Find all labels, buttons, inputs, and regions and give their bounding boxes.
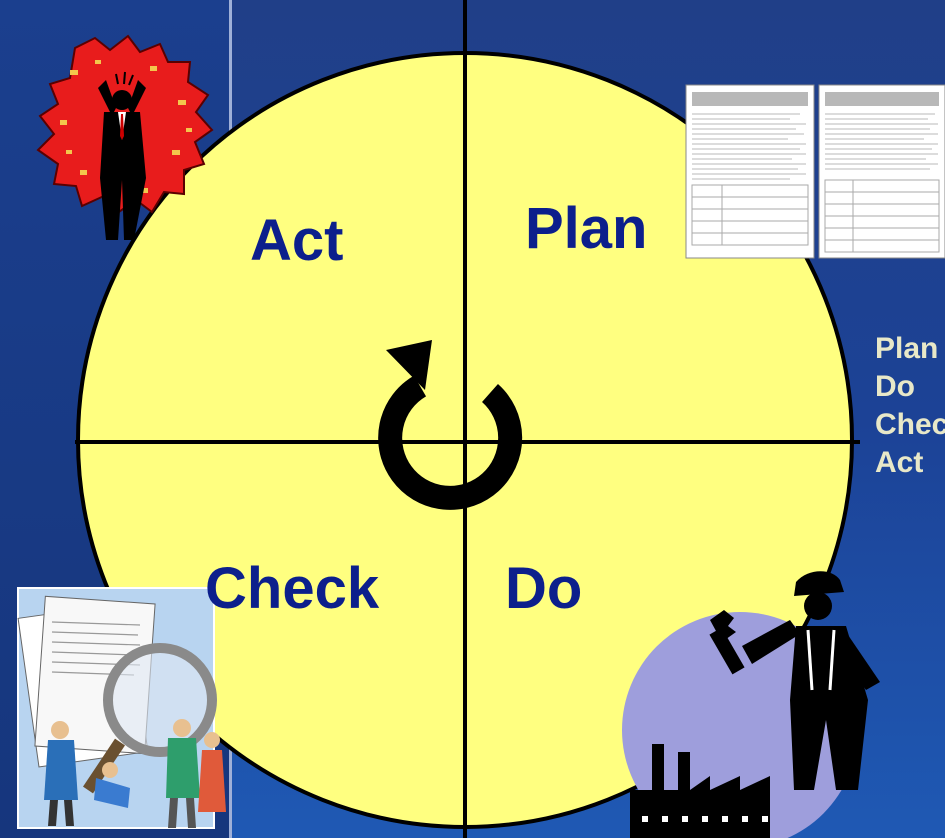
pdca-circle [75, 0, 860, 838]
quadrant-label-do: Do [505, 556, 583, 621]
team-magnifier-clipart [17, 587, 226, 829]
side-step-do: Do [875, 370, 915, 403]
quadrant-label-plan: Plan [525, 196, 648, 261]
side-step-act: Act [875, 446, 924, 479]
worker-factory-clipart [622, 571, 880, 838]
quadrant-label-check: Check [205, 556, 380, 621]
side-step-plan: Plan [875, 332, 939, 365]
quadrant-label-act: Act [250, 208, 344, 273]
side-step-list: Plan Do Check Act [875, 330, 945, 482]
side-step-check: Check [875, 408, 945, 441]
document-pages-clipart [685, 84, 945, 259]
stressed-man-clipart [36, 34, 214, 240]
cycle-arrow-icon [378, 340, 523, 510]
